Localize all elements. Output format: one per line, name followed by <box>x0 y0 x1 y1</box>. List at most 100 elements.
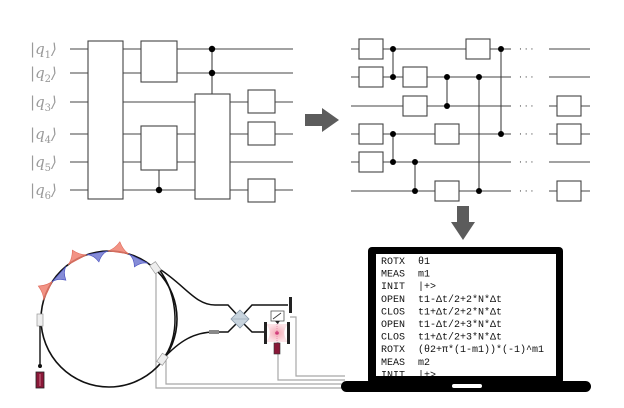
control-line <box>165 358 345 385</box>
control-dot <box>208 45 216 53</box>
phase-shifter <box>209 330 219 334</box>
switch-icon <box>156 352 169 366</box>
gate <box>434 180 460 202</box>
control-dot <box>498 46 504 52</box>
qubit-label: |q3⟩ <box>30 93 57 114</box>
gate <box>358 66 384 88</box>
gate <box>402 66 428 88</box>
control-line <box>290 316 345 377</box>
detector-arrow <box>275 321 280 324</box>
gate <box>358 38 384 60</box>
control-dot <box>444 74 450 80</box>
control-dot <box>498 131 504 137</box>
loop-coupler-icon <box>36 313 44 327</box>
program-arg: t1-Δt/2+3*N*Δt <box>418 319 502 331</box>
gate <box>358 151 384 173</box>
control-lines <box>155 268 345 389</box>
program-arg: |+> <box>418 281 436 293</box>
gate <box>465 38 491 60</box>
control-line <box>155 268 345 389</box>
fiber-loop-inner <box>157 267 176 361</box>
photon-pulse-blue <box>86 250 108 263</box>
laser-source-icon <box>273 342 281 355</box>
compiled-circuit <box>351 38 590 202</box>
program-arg: t1+Δt/2+3*N*Δt <box>418 332 502 344</box>
program-op: INIT <box>381 282 405 293</box>
program-arg: (θ2+π*(1-m1))*(-1)^m1 <box>418 344 544 356</box>
program-op: OPEN <box>381 295 405 306</box>
qubit-label: |q6⟩ <box>30 181 57 202</box>
control-dot <box>444 103 450 109</box>
ellipsis: · · · <box>519 158 533 168</box>
program-arg: θ1 <box>418 256 430 268</box>
control-dot <box>155 186 163 194</box>
program-op: ROTX <box>381 257 405 268</box>
laptop-screen <box>376 254 556 376</box>
control-dot <box>390 159 396 165</box>
program-arg: m2 <box>418 358 430 369</box>
control-dot <box>476 74 482 80</box>
detector-needle <box>272 312 282 320</box>
program-arg: m1 <box>418 270 430 281</box>
photon-pulses <box>37 241 149 301</box>
mirror-icon <box>289 297 292 313</box>
gate <box>434 123 460 145</box>
gate <box>556 95 582 117</box>
photon-pulse-red <box>107 241 130 255</box>
qubit-label: |q5⟩ <box>30 153 57 174</box>
arrow-right-icon <box>305 108 339 132</box>
program-op: CLOS <box>381 333 405 344</box>
ellipsis: · · · <box>519 130 533 140</box>
gate-q6 <box>247 178 276 203</box>
program-arg: t1-Δt/2+2*N*Δt <box>418 294 502 306</box>
control-dot <box>390 74 396 80</box>
program-op: ROTX <box>381 345 405 356</box>
photon-pulse-red <box>37 280 53 301</box>
program-op: MEAS <box>381 358 405 369</box>
control-dot <box>390 46 396 52</box>
cavity-mirror-right <box>287 322 290 344</box>
photon-pulse-blue <box>51 265 67 283</box>
ellipsis: · · · <box>519 45 533 55</box>
program-op: CLOS <box>381 307 405 318</box>
fiber-upper <box>157 267 241 319</box>
gate <box>358 123 384 145</box>
program-arg: t1+Δt/2+2*N*Δt <box>418 306 502 318</box>
photonic-hardware <box>35 241 345 389</box>
control-dot <box>412 159 418 165</box>
qubit-wires <box>351 48 590 192</box>
qubit-label: |q2⟩ <box>30 64 57 85</box>
program-op: OPEN <box>381 320 405 331</box>
ellipsis: · · · <box>519 73 533 83</box>
gate-q3 <box>247 89 276 114</box>
gate-q1-q2 <box>140 40 178 83</box>
arrow-down-icon <box>451 206 475 240</box>
gate-q4-q5 <box>140 125 178 171</box>
gate <box>556 123 582 145</box>
program-arg: |+> <box>418 369 436 381</box>
ellipsis-column: · · · · · · · · · · · · · · · · · · <box>519 45 533 197</box>
control-dot <box>208 69 216 77</box>
gate <box>402 95 428 117</box>
laptop-trackpad-notch <box>452 384 482 388</box>
ellipsis: · · · <box>519 102 533 112</box>
gate <box>556 180 582 202</box>
control-dot <box>390 131 396 137</box>
program-op: INIT <box>381 370 405 381</box>
gate-all-qubits <box>87 40 124 200</box>
qubit-label: |q4⟩ <box>30 125 57 146</box>
ellipsis: · · · <box>519 187 533 197</box>
control-dot <box>476 188 482 194</box>
input-circuit <box>70 40 293 203</box>
gate-q3-q6 <box>194 93 231 200</box>
qubit-label: |q1⟩ <box>30 40 57 61</box>
photon-pulse-blue <box>128 253 149 268</box>
switch-icon <box>149 261 162 275</box>
photon-pulse-red <box>67 249 88 265</box>
control-dot <box>412 188 418 194</box>
program-op: MEAS <box>381 270 405 281</box>
